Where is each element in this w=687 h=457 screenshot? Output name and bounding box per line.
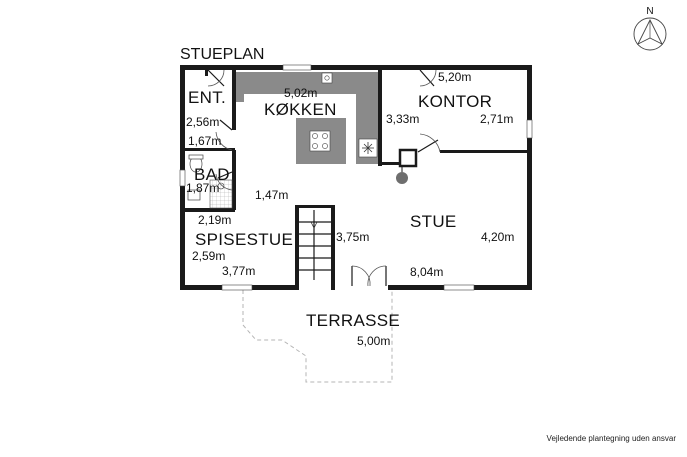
compass-icon: N <box>633 6 667 51</box>
compass-north-label: N <box>646 6 653 17</box>
stove-icon <box>309 130 331 152</box>
windows <box>179 64 533 291</box>
kitchen-sink-icon <box>321 72 333 84</box>
room-dim-stue-b: 4,20m <box>481 230 514 244</box>
staircase <box>299 210 331 280</box>
room-dim-stue-a: 3,75m <box>336 230 369 244</box>
disclaimer-text: Vejledende plantegning uden ansvar <box>547 434 677 443</box>
room-name-stue: STUE <box>410 212 457 231</box>
room-dim-kontor-b: 3,33m <box>386 112 419 126</box>
room-dim-bad-a: 1,87m <box>186 181 219 195</box>
room-name-spisestue: SPISESTUE <box>195 230 293 249</box>
room-name-kontor: KONTOR <box>418 92 492 111</box>
room-dim-spisestue-b: 3,77m <box>222 264 255 278</box>
plan-title: STUEPLAN <box>180 46 264 63</box>
room-dim-entre-b: 1,67m <box>188 134 221 148</box>
room-name-terrasse: TERRASSE <box>306 311 400 330</box>
room-dim-kokken-b: 1,47m <box>255 188 288 202</box>
interior-walls <box>185 70 527 290</box>
toilet-icon <box>188 154 204 173</box>
doors <box>207 69 441 287</box>
freezer-icon <box>358 138 378 158</box>
sink-icon <box>187 189 201 201</box>
room-name-kokken: KØKKEN <box>264 100 337 119</box>
room-dim-kokken-a: 5,02m <box>284 86 317 100</box>
room-dim-spisestue-a: 2,59m <box>192 249 225 263</box>
room-dim-bad-b: 2,19m <box>198 213 231 227</box>
room-dim-kontor-c: 2,71m <box>480 112 513 126</box>
room-name-entre: ENT. <box>188 88 226 107</box>
room-dim-stue-c: 8,04m <box>410 265 443 279</box>
room-name-bad: BAD <box>194 165 230 184</box>
terrace-outline <box>242 290 393 383</box>
room-dim-kontor-a: 5,20m <box>438 70 471 84</box>
chimney-icon <box>398 148 418 168</box>
shower-icon <box>209 179 233 209</box>
room-dim-terrasse-a: 5,00m <box>357 334 390 348</box>
wood-stove-icon <box>396 166 408 184</box>
room-dim-entre-a: 2,56m <box>186 115 219 129</box>
